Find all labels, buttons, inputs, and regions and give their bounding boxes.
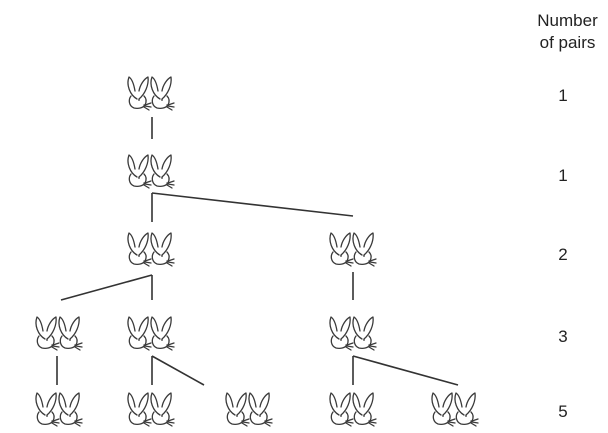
rabbit-pair-icon [330, 393, 376, 426]
rabbit-pair-icon [36, 393, 82, 426]
connector [352, 355, 459, 386]
generation-5 [36, 393, 478, 426]
rabbit-pair-icon [226, 393, 272, 426]
connector [60, 274, 153, 301]
tree-connectors [56, 117, 459, 386]
rabbit-pair-icon [128, 393, 174, 426]
rabbit-pair-icon [128, 233, 174, 266]
connector [151, 192, 354, 217]
pair-count-gen-5: 5 [558, 402, 568, 421]
connector [151, 355, 205, 386]
generation-2 [128, 155, 174, 188]
pair-count-gen-4: 3 [558, 327, 568, 346]
pair-count-gen-3: 2 [558, 245, 568, 264]
rabbit-pair-icon [36, 317, 82, 350]
rabbit-pair-icon [128, 77, 174, 110]
header-line-2: of pairs [539, 33, 596, 52]
generation-3 [128, 233, 376, 266]
rabbit-pair-icon [330, 233, 376, 266]
rabbit-pair-icon [432, 393, 478, 426]
generation-1 [128, 77, 174, 110]
pair-count-gen-1: 1 [558, 86, 568, 105]
generation-4 [36, 317, 376, 350]
rabbit-pair-icon [128, 155, 174, 188]
rabbit-pair-icon [330, 317, 376, 350]
pair-count-gen-2: 1 [558, 166, 568, 185]
header-line-1: Number [537, 11, 598, 30]
pairs-column-header: Number of pairs [527, 10, 608, 54]
rabbit-pair-icon [128, 317, 174, 350]
